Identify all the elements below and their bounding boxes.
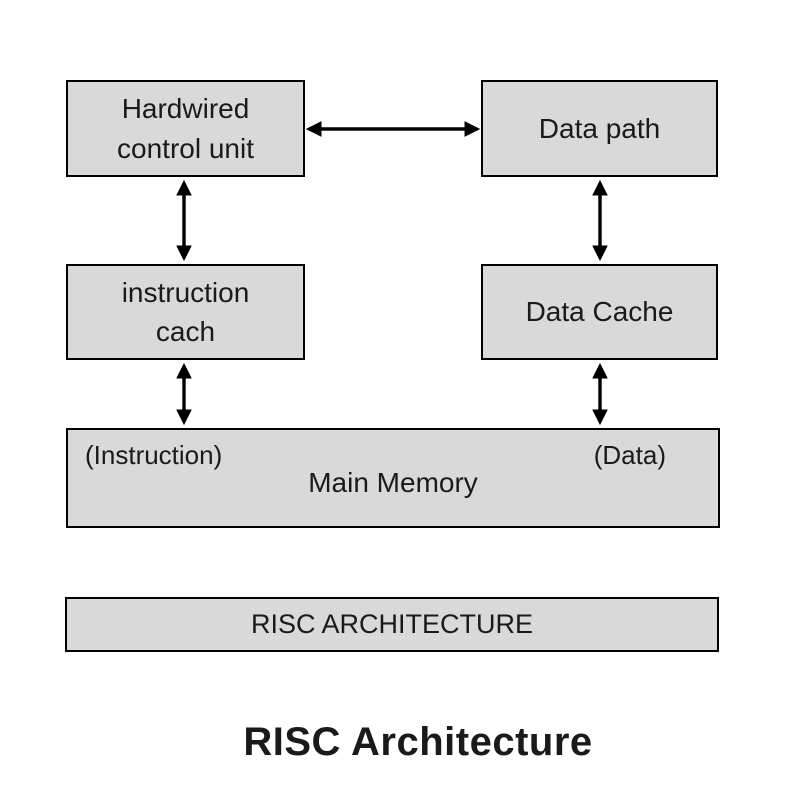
instruction-cache-box: instruction cach <box>66 264 305 360</box>
risc-architecture-banner: RISC ARCHITECTURE <box>65 597 719 652</box>
hardwired-control-unit-box: Hardwired control unit <box>66 80 305 177</box>
main-memory-box: (Instruction) (Data) Main Memory <box>66 428 720 528</box>
instruction-cache-label: instruction cach <box>121 276 250 347</box>
instruction-annotation: (Instruction) <box>85 440 223 470</box>
diagram-title: RISC Architecture <box>243 720 593 764</box>
data-path-box: Data path <box>481 80 718 177</box>
hardwired-control-unit-label: Hardwired control unit <box>117 93 254 164</box>
data-path-label: Data path <box>538 112 661 144</box>
main-memory-label: Main Memory <box>308 467 478 498</box>
data-cache-label: Data Cache <box>525 296 674 328</box>
risc-architecture-banner-label: RISC ARCHITECTURE <box>250 608 534 639</box>
data-cache-box: Data Cache <box>481 264 718 360</box>
data-annotation: (Data) <box>593 440 666 470</box>
